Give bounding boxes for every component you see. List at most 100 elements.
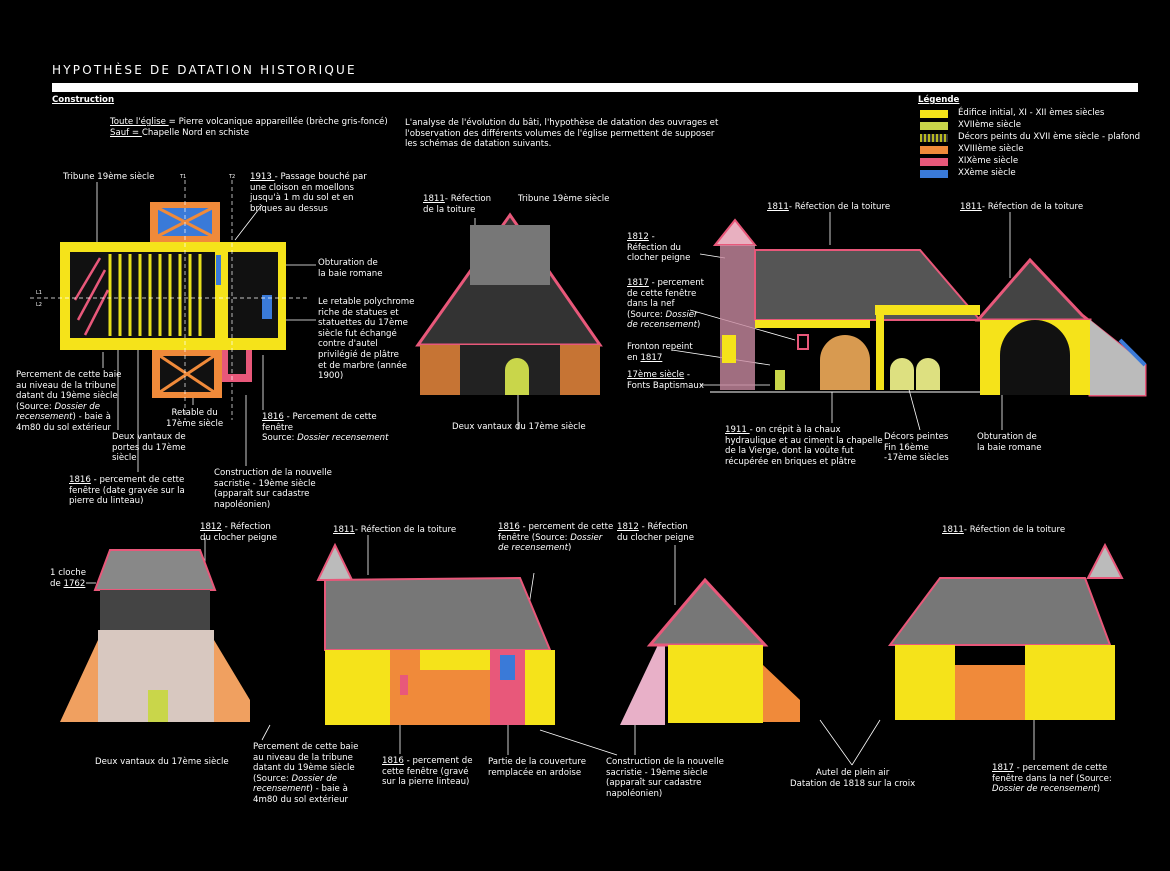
text: - Réfection du clocher peigne <box>200 522 278 543</box>
label-nef-1817: 1817 - percement de cette fenêtre dans l… <box>992 763 1112 795</box>
text: ) - baie à 4m80 du sol extérieur <box>253 784 349 805</box>
text: - Passage bouché par une cloison en moel… <box>250 172 367 214</box>
text: - Réfection de la toiture <box>963 525 1066 535</box>
legend-title: Légende <box>918 95 960 105</box>
label-vantaux: Deux vantaux du 17ème siècle <box>95 757 229 767</box>
label-nef-1817: 1817 - percement de cette fenêtre dans l… <box>627 278 704 331</box>
label-percement-1816: 1816 - Percement de cette fenêtre Source… <box>262 412 388 444</box>
label-fonts-baptismaux: 17ème siècle - Fonts Baptismaux <box>627 370 704 391</box>
text: - percement de cette fenêtre (gravé sur … <box>382 756 473 788</box>
text: Percement de cette baie au niveau de la … <box>16 370 122 412</box>
text: - Réfection de la toiture <box>423 194 492 215</box>
source: Dossier de recensement <box>498 532 603 554</box>
text: Fronton repeint en <box>627 342 693 363</box>
label-fronton: Fronton repeint en 1817 <box>627 342 693 363</box>
text: - Réfection du clocher peigne <box>627 232 691 264</box>
legend-swatch <box>920 146 948 154</box>
label-crepi-1911: 1911 - on crépit à la chaux hydraulique … <box>725 425 883 467</box>
legend-swatch <box>920 110 948 118</box>
south-elevation-drawing <box>316 542 555 725</box>
label-passage-1913: 1913 - Passage bouché par une cloison en… <box>250 172 367 214</box>
text: - on crépit à la chaux hydraulique et au… <box>725 425 883 467</box>
section-mark-t2: T2 <box>229 174 236 180</box>
text: ) <box>697 320 701 331</box>
year: 1811 <box>767 202 789 212</box>
label-sacristie: Construction de la nouvelle sacristie - … <box>606 757 724 799</box>
label-percement-1816: 1816 - percement de cette fenêtre (Sourc… <box>498 522 613 554</box>
source: Dossier recensement <box>297 433 389 444</box>
source: Dossier de recensement <box>16 401 101 423</box>
note-text: = Pierre volcanique appareillée (brèche … <box>168 117 388 127</box>
label-vantaux: Deux vantaux de portes du 17ème siècle <box>112 432 186 464</box>
source: Dossier de recensement <box>627 309 698 331</box>
legend-item: XIXème siècle <box>958 156 1019 166</box>
text: 1 cloche de <box>50 568 87 589</box>
legend-item: XVIIème siècle <box>958 120 1022 130</box>
label-vantaux: Deux vantaux du 17ème siècle <box>452 422 586 432</box>
section-b-drawing <box>710 218 985 393</box>
north-elevation-drawing <box>888 542 1124 720</box>
label-obturation: Obturation de la baie romane <box>318 258 383 279</box>
year: 1812 <box>627 232 649 242</box>
legend-item: XVIIIème siècle <box>958 144 1024 154</box>
label-obturation: Obturation de la baie romane <box>977 432 1042 453</box>
label-toiture-1811: 1811- Réfection de la toiture <box>423 194 491 215</box>
legend-swatch <box>920 158 948 166</box>
label-toiture-1811: 1811- Réfection de la toiture <box>960 202 1083 213</box>
west-elevation-drawing <box>60 549 250 722</box>
source: Dossier de recensement <box>992 784 1097 795</box>
east-elevation-drawing <box>620 577 800 725</box>
year: 1816 <box>382 756 404 766</box>
text: - Réfection de la toiture <box>788 202 891 212</box>
year: 1812 <box>200 522 222 532</box>
text: ) <box>1096 784 1101 795</box>
legend-item: XXème siècle <box>958 168 1016 178</box>
page-title: HYPOTHÈSE DE DATATION HISTORIQUE <box>52 63 357 77</box>
label-percement-tribune: Percement de cette baie au niveau de la … <box>16 370 121 434</box>
section-mark-t1: T1 <box>180 174 187 180</box>
text: ) - baie à 4m80 du sol extérieur <box>16 412 112 433</box>
text: - Réfection de la toiture <box>354 525 457 535</box>
section-mark-l2: L2 <box>36 302 42 308</box>
title-bar-divider <box>52 83 1138 92</box>
year: 1913 <box>250 172 275 182</box>
text: - Réfection de la toiture <box>981 202 1084 212</box>
legend-swatch <box>920 122 948 130</box>
legend-swatch <box>920 170 948 178</box>
text: ) <box>568 543 572 554</box>
label-cloche: 1 cloche de 1762 <box>50 568 86 589</box>
year: 1816 <box>498 522 520 532</box>
section-a-drawing <box>415 212 603 395</box>
label-decors: Décors peintes Fin 16ème -17ème siècles <box>884 432 949 464</box>
note-key: Sauf = <box>110 128 142 138</box>
text: - Percement de cette fenêtre Source: <box>262 412 377 444</box>
label-toiture-1811: 1811- Réfection de la toiture <box>942 525 1065 536</box>
year: 1811 <box>942 525 964 535</box>
text: - percement de cette fenêtre dans la nef… <box>627 278 705 320</box>
label-tribune: Tribune 19ème siècle <box>518 194 610 204</box>
label-percement-tribune: Percement de cette baie au niveau de la … <box>253 742 358 806</box>
text: - Réfection du clocher peigne <box>617 522 695 543</box>
year: 1812 <box>617 522 639 532</box>
section-mark-l1: L1 <box>36 290 42 296</box>
year: 1816 <box>262 412 284 422</box>
text: - Fonts Baptismaux <box>627 370 704 391</box>
label-retable-polychrome: Le retable polychrome riche de statues e… <box>318 297 415 382</box>
note-key: Toute l'église <box>110 117 169 127</box>
label-clocher-1812: 1812 - Réfection du clocher peigne <box>617 522 694 543</box>
text: Percement de cette baie au niveau de la … <box>253 742 359 784</box>
text: - percement de cette fenêtre (Source: <box>498 522 614 543</box>
text: - percement de cette fenêtre (date gravé… <box>69 475 185 507</box>
legend-swatch <box>920 134 948 142</box>
label-sacristie: Construction de la nouvelle sacristie - … <box>214 468 332 510</box>
note-text: Chapelle Nord en schiste <box>141 128 249 138</box>
label-ardoise: Partie de la couverture remplacée en ard… <box>488 757 587 778</box>
label-autel: Autel de plein air Datation de 1818 sur … <box>790 768 916 789</box>
year: 1817 <box>992 763 1014 773</box>
year: 1762 <box>63 578 86 589</box>
label-clocher-1812: 1812 - Réfection du clocher peigne <box>200 522 277 543</box>
text: - percement de cette fenêtre dans la nef… <box>992 763 1112 784</box>
year: 1811 <box>333 525 355 535</box>
label-clocher-1812: 1812 - Réfection du clocher peigne <box>627 232 690 264</box>
